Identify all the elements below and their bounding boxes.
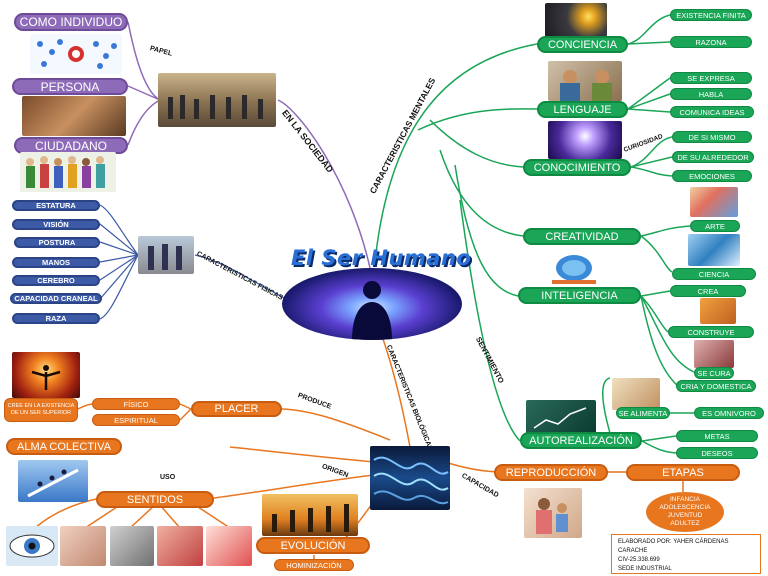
node-capacidad-craneal: CAPACIDAD CRANEAL	[10, 293, 102, 304]
node-lenguaje: LENGUAJE	[537, 101, 628, 118]
taste-image	[206, 526, 252, 566]
main-title: El Ser Humano	[291, 246, 472, 270]
node-persona: PERSONA	[12, 78, 128, 95]
dna-image	[370, 446, 450, 510]
node-cerebro: CEREBRO	[12, 275, 100, 286]
node-estatura: ESTATURA	[12, 200, 100, 211]
node-emociones: EMOCIONES	[672, 170, 752, 182]
construye-image	[700, 298, 736, 324]
se-cura-image	[694, 340, 734, 368]
etapa-adultez: ADULTEZ	[670, 520, 700, 527]
node-como-individuo: COMO INDIVIDUO	[14, 13, 128, 31]
human-silhouette-icon	[352, 281, 392, 340]
node-autorealizacion: AUTOREALIZACIÓN	[520, 432, 642, 449]
spiritual-image	[12, 352, 80, 398]
conciencia-image	[545, 3, 607, 37]
ear-image	[60, 526, 106, 566]
node-razona: RAZONA	[670, 36, 752, 48]
node-manos: MANOS	[12, 257, 100, 268]
node-creatividad: CREATIVIDAD	[523, 228, 641, 245]
node-etapas: ETAPAS	[626, 464, 740, 481]
node-existencia-finita: EXISTENCIA FINITA	[670, 9, 752, 21]
node-espiritual: ESPIRITUAL	[92, 414, 180, 426]
node-metas: METAS	[676, 430, 758, 442]
credits-author: ELABORADO POR: YAHER CÁRDENAS CARACHE	[618, 539, 729, 554]
etapa-juventud: JUVENTUD	[667, 512, 703, 519]
ciencia-image	[688, 234, 740, 266]
node-comunica-ideas: COMUNICA IDEAS	[670, 106, 754, 118]
smell-image	[110, 526, 154, 566]
etapas-list: INFANCIA ADOLESCENCIA JUVENTUD ADULTEZ	[646, 492, 724, 532]
node-ciencia: CIENCIA	[672, 268, 756, 280]
persona-image	[22, 96, 126, 136]
arte-image	[690, 187, 738, 217]
node-crea: CREA	[670, 285, 746, 297]
physical-people-image	[138, 236, 194, 274]
society-street-image	[158, 73, 276, 127]
se-alimenta-image	[612, 378, 660, 410]
node-de-si-mismo: DE SI MISMO	[672, 131, 752, 143]
central-human-image	[282, 268, 462, 340]
citizens-image	[20, 152, 116, 192]
node-deseos: DESEOS	[676, 447, 758, 459]
node-vision: VISIÓN	[12, 219, 100, 230]
node-conocimiento: CONOCIMIENTO	[523, 159, 631, 176]
node-de-su-alrededor: DE SU ALREDEDOR	[672, 151, 754, 163]
node-se-expresa: SE EXPRESA	[670, 72, 752, 84]
node-evolucion: EVOLUCIÓN	[256, 537, 370, 554]
node-cree-en-ser-superior: CREE EN LA EXISTENCIA DE UN SER SUPERIOR	[4, 398, 78, 422]
node-postura: POSTURA	[14, 237, 100, 248]
conocimiento-image	[548, 121, 622, 159]
node-se-alimenta: SE ALIMENTA	[616, 407, 670, 419]
autorealizacion-image	[526, 400, 596, 436]
touch-image	[157, 526, 203, 566]
lenguaje-image	[548, 61, 622, 101]
node-placer: PLACER	[191, 401, 282, 417]
node-construye: CONSTRUYE	[668, 326, 754, 338]
node-hominizacion: HOMINIZACIÓN	[274, 559, 354, 571]
individuals-image	[30, 34, 122, 74]
label-uso: USO	[160, 474, 176, 481]
node-fisico: FÍSICO	[92, 398, 180, 410]
etapa-infancia: INFANCIA	[670, 496, 700, 503]
node-es-omnivoro: ES OMNIVORO	[694, 407, 764, 419]
credits-box: ELABORADO POR: YAHER CÁRDENAS CARACHE CI…	[611, 534, 761, 574]
evolution-image	[262, 494, 358, 536]
credits-id: CIV-25.338.699	[618, 557, 660, 563]
node-habla: HABLA	[670, 88, 752, 100]
credits-site: SEDE INDUSTRIAL	[618, 566, 672, 572]
inteligencia-brain-image	[544, 250, 604, 288]
node-alma-colectiva: ALMA COLECTIVA	[6, 438, 122, 455]
alma-colectiva-image	[18, 460, 88, 502]
node-raza: RAZA	[12, 313, 100, 324]
node-arte: ARTE	[690, 220, 740, 232]
node-cria-y-domestica: CRIA Y DOMESTICA	[676, 380, 756, 392]
node-conciencia: CONCIENCIA	[537, 36, 628, 53]
eye-image	[6, 526, 58, 566]
node-inteligencia: INTELIGENCIA	[518, 287, 641, 304]
node-reproduccion: REPRODUCCIÓN	[494, 464, 608, 481]
node-se-cura: SE CURA	[694, 367, 734, 379]
family-image	[524, 488, 582, 538]
etapa-adolescencia: ADOLESCENCIA	[659, 504, 711, 511]
node-sentidos: SENTIDOS	[96, 491, 214, 508]
